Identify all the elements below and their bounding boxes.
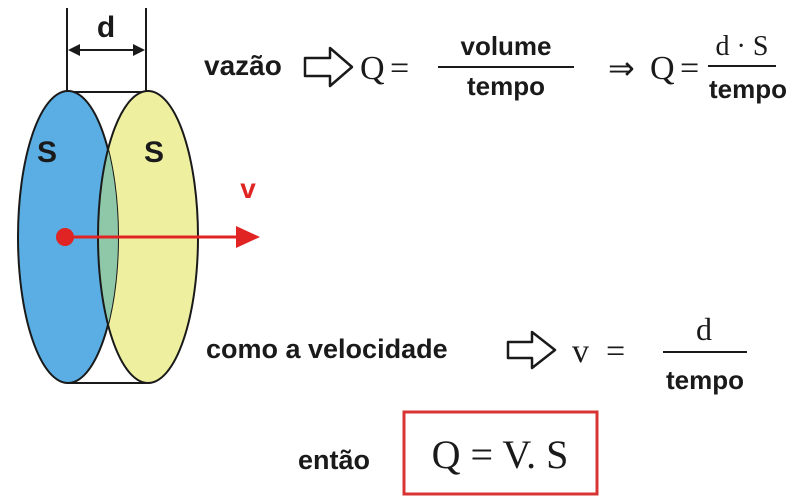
flow-numerator-2: d · S [716, 31, 769, 62]
flow-equals: = [390, 50, 409, 87]
q2-symbol: Q [650, 50, 675, 87]
hollow-arrow-icon [303, 46, 354, 88]
q-symbol: Q [360, 50, 385, 87]
implies-symbol: ⇒ [608, 50, 635, 86]
d-dimension-arrow [68, 44, 145, 56]
result-formula: Q = V. S [432, 432, 569, 477]
velocity-denominator: tempo [666, 365, 744, 395]
flow-denominator: tempo [467, 71, 545, 101]
flow-denominator-2: tempo [709, 74, 787, 104]
vazao-word: vazão [204, 50, 282, 81]
v-label: v [240, 173, 256, 204]
velocity-arrow-head [236, 226, 260, 248]
velocity-equals: = [606, 333, 625, 370]
velocity-numerator: d [696, 311, 712, 347]
result-box [402, 410, 599, 496]
s-right-label: S [144, 136, 164, 169]
flow-equals-2: = [680, 50, 699, 87]
entao-word: então [298, 445, 370, 475]
hollow-arrow-icon [506, 330, 557, 370]
s-left-label: S [37, 136, 57, 169]
v-symbol: v [572, 333, 589, 370]
d-label: d [97, 11, 115, 44]
flow-numerator: volume [460, 31, 551, 61]
velocity-phrase: como a velocidade [206, 334, 448, 364]
